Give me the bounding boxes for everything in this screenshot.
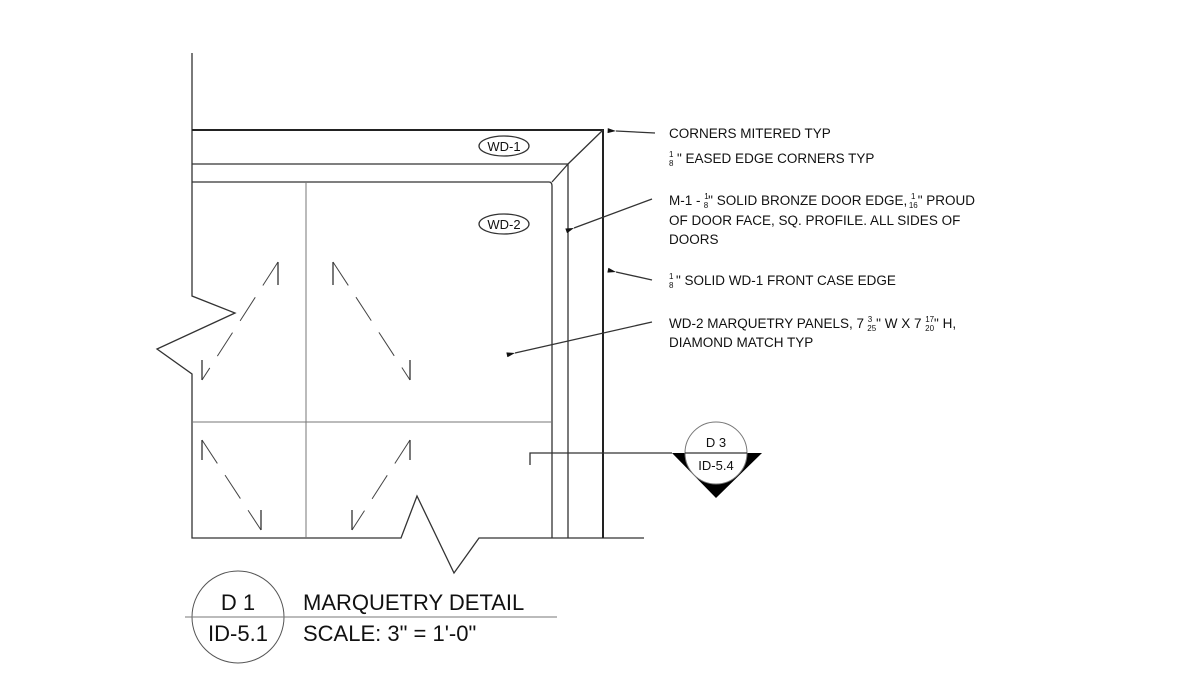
svg-text:DIAMOND MATCH TYP: DIAMOND MATCH TYP — [669, 335, 813, 350]
section-marker-d3: D 3 ID-5.4 — [529, 421, 762, 498]
case-outline — [155, 53, 644, 575]
drawing-scale: SCALE: 3" = 1'-0" — [303, 621, 476, 646]
svg-text:D 1: D 1 — [221, 590, 255, 615]
drawing-title: MARQUETRY DETAIL — [303, 590, 524, 615]
material-tag-wd2: WD-2 — [478, 213, 530, 235]
svg-text:ID-5.1: ID-5.1 — [208, 621, 268, 646]
svg-text:DOORS: DOORS — [669, 232, 719, 247]
material-tag-wd1: WD-1 — [478, 135, 530, 157]
svg-text:WD-2: WD-2 — [487, 217, 520, 232]
leader-lines — [506, 128, 656, 358]
svg-text:ID-5.4: ID-5.4 — [698, 458, 733, 473]
diamond-match-lines — [201, 261, 411, 531]
svg-text:D 3: D 3 — [706, 435, 726, 450]
svg-text:OF DOOR FACE, SQ. PROFILE. ALL: OF DOOR FACE, SQ. PROFILE. ALL SIDES OF — [669, 213, 960, 228]
svg-text:WD-1: WD-1 — [487, 139, 520, 154]
drawing-title-block: D 1 ID-5.1 MARQUETRY DETAIL SCALE: 3" = … — [185, 570, 557, 664]
note-corners-mitered: CORNERS MITERED TYP — [669, 126, 831, 141]
